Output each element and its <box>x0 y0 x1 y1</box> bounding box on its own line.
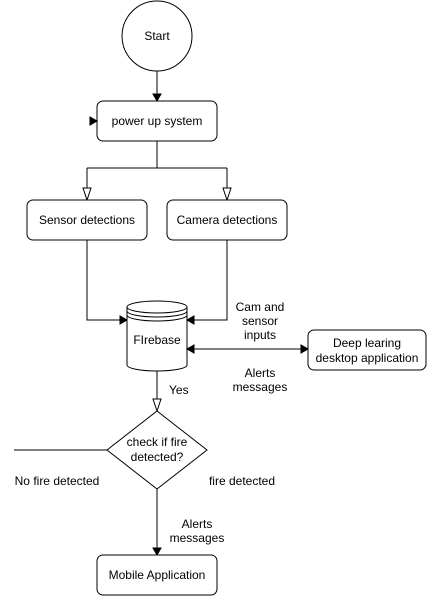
svg-text:detected?: detected? <box>131 450 184 464</box>
edge-power-to-detections <box>82 141 232 202</box>
edge-camera-to-firebase <box>185 240 228 325</box>
svg-text:Deep learing: Deep learing <box>333 336 401 350</box>
svg-text:messages: messages <box>233 380 288 394</box>
check-fire-node: check if fire detected? <box>106 410 208 490</box>
edge-no-fire-loop: No fire detected <box>14 116 107 488</box>
edge-sensor-to-firebase <box>86 240 129 325</box>
svg-text:messages: messages <box>170 531 225 545</box>
svg-text:Cam and: Cam and <box>236 300 285 314</box>
edge-start-to-power <box>152 71 162 103</box>
edge-firebase-to-check: Yes <box>152 371 189 413</box>
start-label: Start <box>144 29 170 43</box>
desktop-app-node: Deep learing desktop application <box>307 329 427 371</box>
edge-check-to-mobile: Alerts messages <box>152 489 225 557</box>
svg-text:Alerts: Alerts <box>245 366 276 380</box>
firebase-node: FIrebase <box>126 300 188 372</box>
start-node: Start <box>121 0 193 72</box>
svg-text:Alerts: Alerts <box>182 517 213 531</box>
edge-label-alerts-desktop: Alerts messages <box>233 366 288 394</box>
edge-label-no-fire: No fire detected <box>15 474 100 488</box>
sensor-node: Sensor detections <box>26 199 148 241</box>
svg-text:desktop application: desktop application <box>316 351 419 365</box>
mobile-app-label: Mobile Application <box>109 568 206 582</box>
svg-text:sensor: sensor <box>242 314 278 328</box>
firebase-label: FIrebase <box>133 333 181 347</box>
edge-label-yes: Yes <box>169 383 189 397</box>
power-up-node: power up system <box>96 100 218 142</box>
svg-text:check if fire: check if fire <box>127 435 188 449</box>
edge-label-fire: fire detected <box>209 474 275 488</box>
edge-firebase-desktop <box>185 344 310 354</box>
edge-label-inputs: Cam and sensor inputs <box>236 300 285 342</box>
sensor-label: Sensor detections <box>39 213 135 227</box>
mobile-app-node: Mobile Application <box>96 554 218 596</box>
camera-label: Camera detections <box>177 213 278 227</box>
camera-node: Camera detections <box>166 199 288 241</box>
power-up-label: power up system <box>112 114 203 128</box>
svg-text:inputs: inputs <box>244 328 276 342</box>
